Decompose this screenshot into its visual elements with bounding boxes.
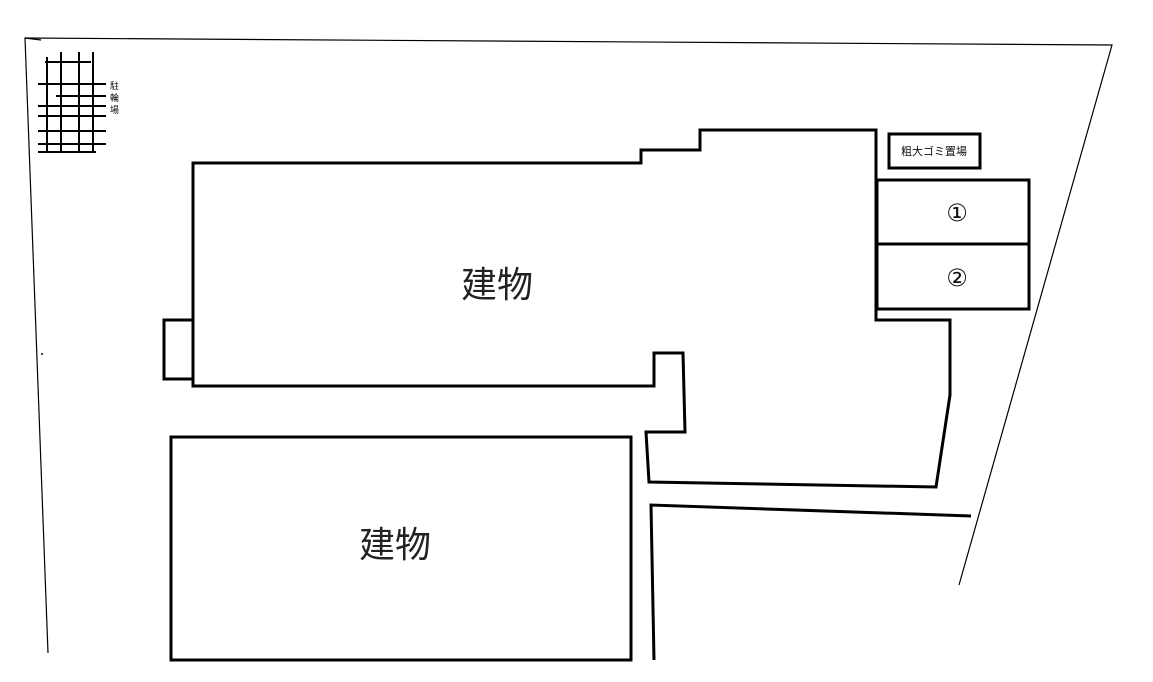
building-lower-label: 建物 xyxy=(359,525,431,566)
property-boundary xyxy=(24,37,1113,654)
bulky-waste-label: 粗大ゴミ置場 xyxy=(901,144,967,158)
boundary-inner-edge xyxy=(24,37,42,41)
survey-point xyxy=(41,353,43,355)
bicycle-parking-label-1: 駐 xyxy=(110,80,119,92)
building-lower xyxy=(169,435,633,662)
building-main-label: 建物 xyxy=(461,265,533,306)
road-edge xyxy=(649,503,972,661)
bicycle-parking-label-3: 場 xyxy=(110,104,119,116)
bicycle-parking-label-2: 輪 xyxy=(110,92,119,104)
parking-slot-1-label: ① xyxy=(946,199,968,227)
building-main-outline xyxy=(191,128,952,489)
bicycle-parking: 駐 輪 場 xyxy=(38,52,119,153)
parking-slot-2 xyxy=(875,242,1031,311)
bulky-waste-area xyxy=(887,132,982,170)
parking-slot-2-label: ② xyxy=(946,264,968,292)
parking-slot-1 xyxy=(875,178,1031,246)
entrance-block xyxy=(162,318,195,381)
